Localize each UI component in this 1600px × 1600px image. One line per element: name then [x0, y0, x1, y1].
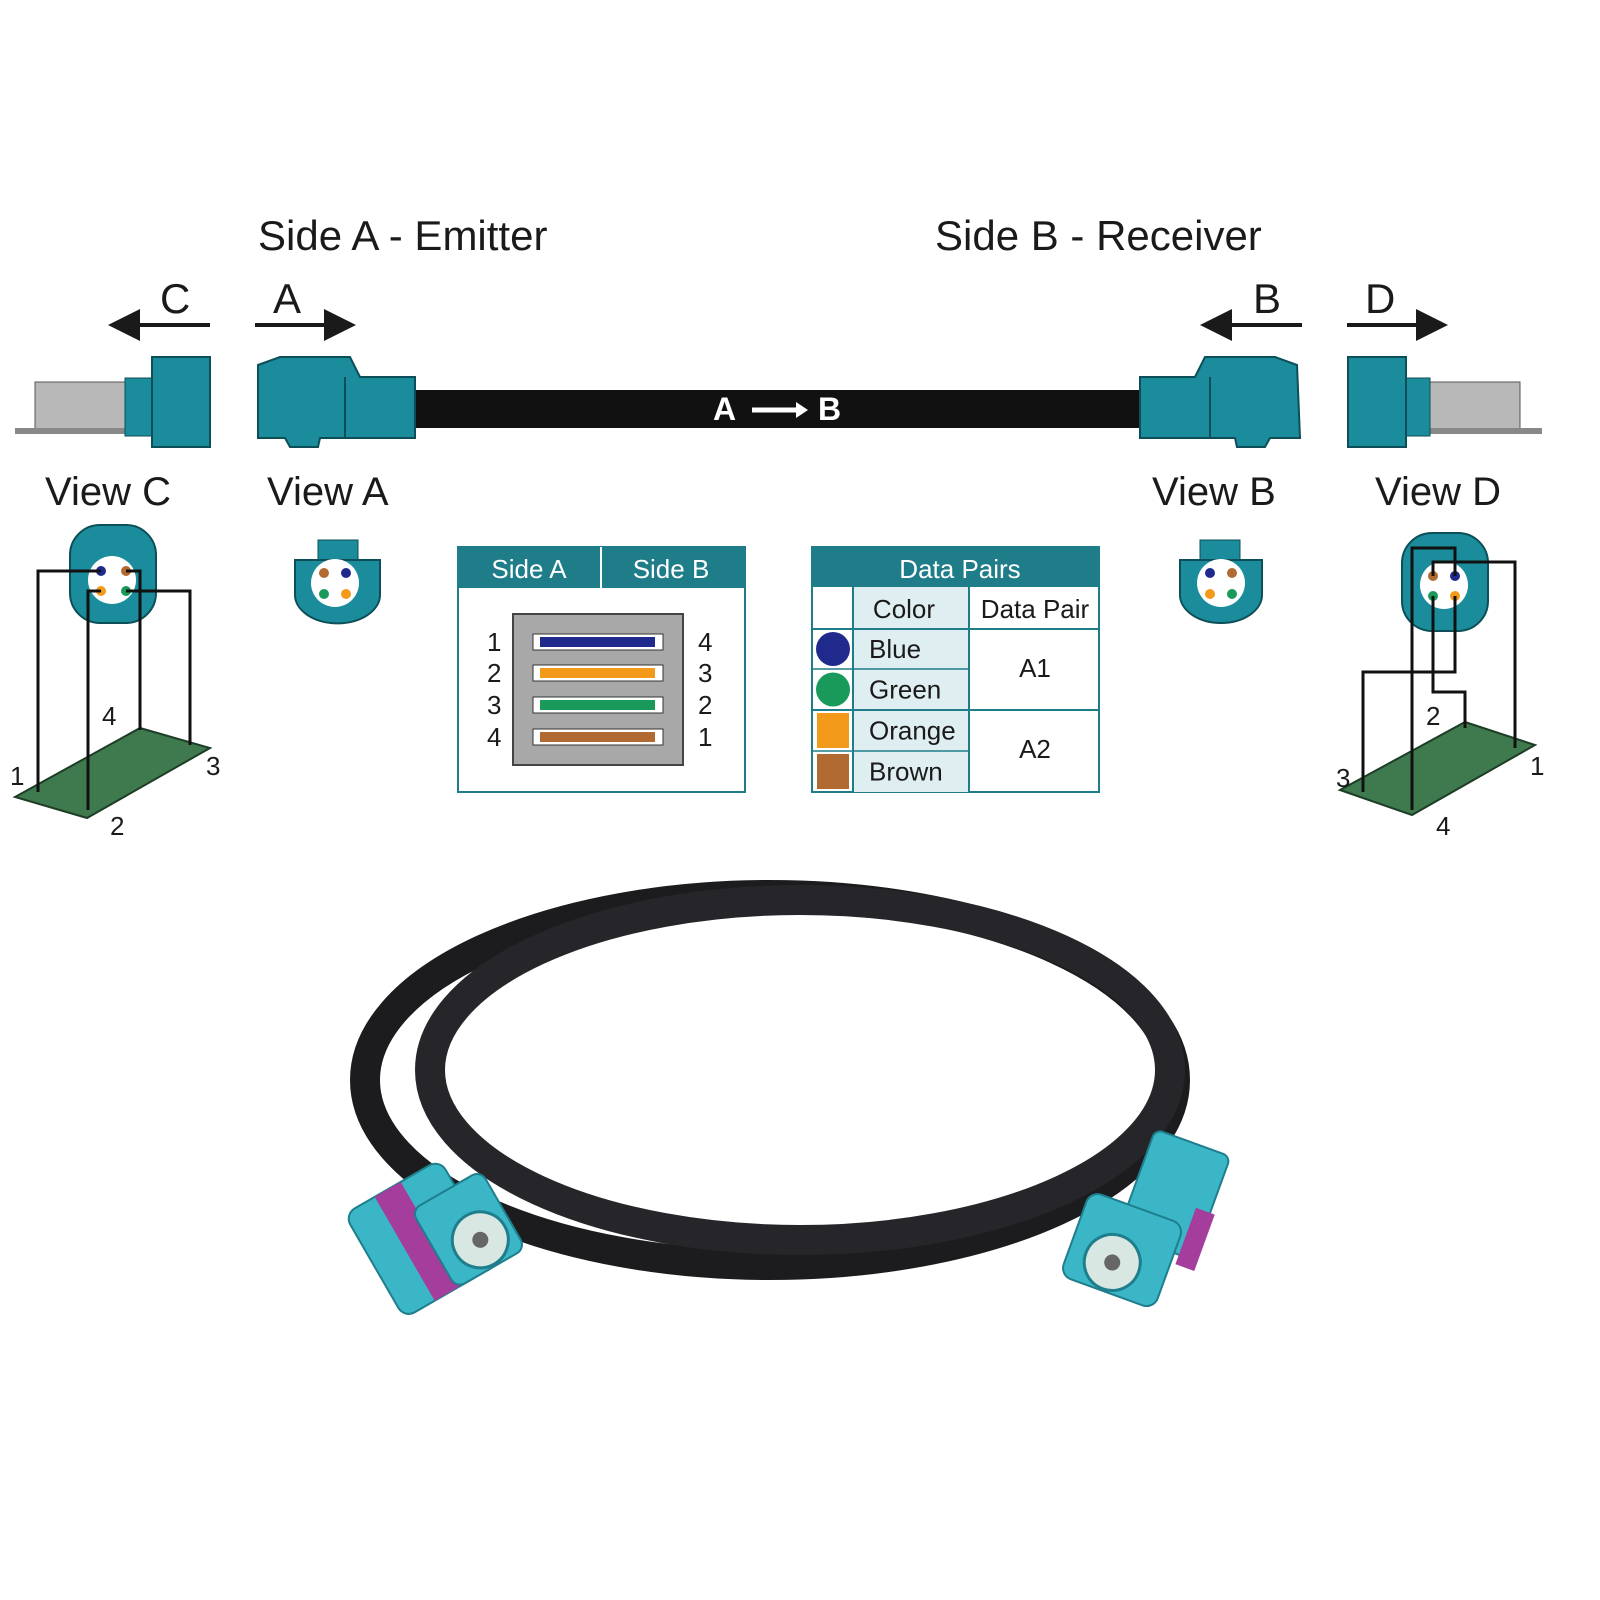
view-d-pinout: 1 2 3 4: [1336, 532, 1544, 841]
letter-d: D: [1365, 275, 1395, 322]
view-c-label: View C: [45, 470, 171, 514]
side-a-pin: 2: [487, 658, 501, 688]
data-pairs-table: Data Pairs Color Data Pair BlueGreenOran…: [811, 546, 1100, 793]
pin-label: 1: [10, 761, 24, 791]
view-b-label: View B: [1152, 470, 1276, 514]
wire: [540, 637, 655, 647]
pin-label: 3: [1336, 763, 1350, 793]
plug-connector-a: [257, 356, 416, 448]
letter-a: A: [273, 275, 301, 322]
plug-connector-b: [1139, 356, 1302, 448]
letter-b: B: [1253, 275, 1281, 322]
pair-a1: A1: [1019, 653, 1051, 683]
data-pairs-title: Data Pairs: [899, 554, 1020, 584]
view-a-label: View A: [267, 470, 389, 514]
view-b-face: [1179, 539, 1263, 624]
pcb-connector-c: [15, 356, 211, 448]
wire: [540, 732, 655, 742]
letter-c: C: [160, 275, 190, 322]
view-c-pinout: 1 2 3 4: [10, 524, 220, 841]
pin-label: 4: [1436, 811, 1450, 841]
color-swatch: [817, 754, 849, 789]
cable-from-label: A: [713, 391, 736, 427]
pin-label: 2: [110, 811, 124, 841]
connector-left: [347, 1162, 523, 1315]
wire: [540, 700, 655, 710]
pin-label: 3: [206, 751, 220, 781]
header-side-a: Side A: [491, 554, 567, 584]
side-a-heading: Side A - Emitter: [258, 212, 547, 259]
side-b-heading: Side B - Receiver: [935, 212, 1262, 259]
view-a-face: [294, 539, 381, 625]
direction-arrows: C A B D: [108, 275, 1448, 341]
color-swatch: [816, 632, 850, 666]
view-d-label: View D: [1375, 470, 1501, 514]
col-pair-header: Data Pair: [981, 594, 1090, 624]
pin-label: 1: [1530, 751, 1544, 781]
color-swatch: [816, 672, 850, 707]
pin-label: 2: [1426, 701, 1440, 731]
color-name: Blue: [869, 634, 921, 664]
color-name: Brown: [869, 757, 943, 787]
connector-right: [1062, 1130, 1230, 1308]
color-name: Green: [869, 675, 941, 705]
col-color-header: Color: [873, 594, 935, 624]
wire: [540, 668, 655, 678]
header-side-b: Side B: [633, 554, 710, 584]
pin-label: 4: [102, 701, 116, 731]
side-b-pin: 3: [698, 658, 712, 688]
color-name: Orange: [869, 716, 956, 746]
side-a-pin: 4: [487, 722, 501, 752]
cable-product-photo: [347, 880, 1230, 1315]
side-b-pin: 4: [698, 627, 712, 657]
color-swatch: [817, 713, 849, 748]
pair-a2: A2: [1019, 734, 1051, 764]
cable-to-label: B: [818, 391, 841, 427]
side-b-pin: 2: [698, 690, 712, 720]
side-a-pin: 3: [487, 690, 501, 720]
pcb-connector-d: [1347, 356, 1542, 448]
side-a-pin: 1: [487, 627, 501, 657]
side-b-pin: 1: [698, 722, 712, 752]
